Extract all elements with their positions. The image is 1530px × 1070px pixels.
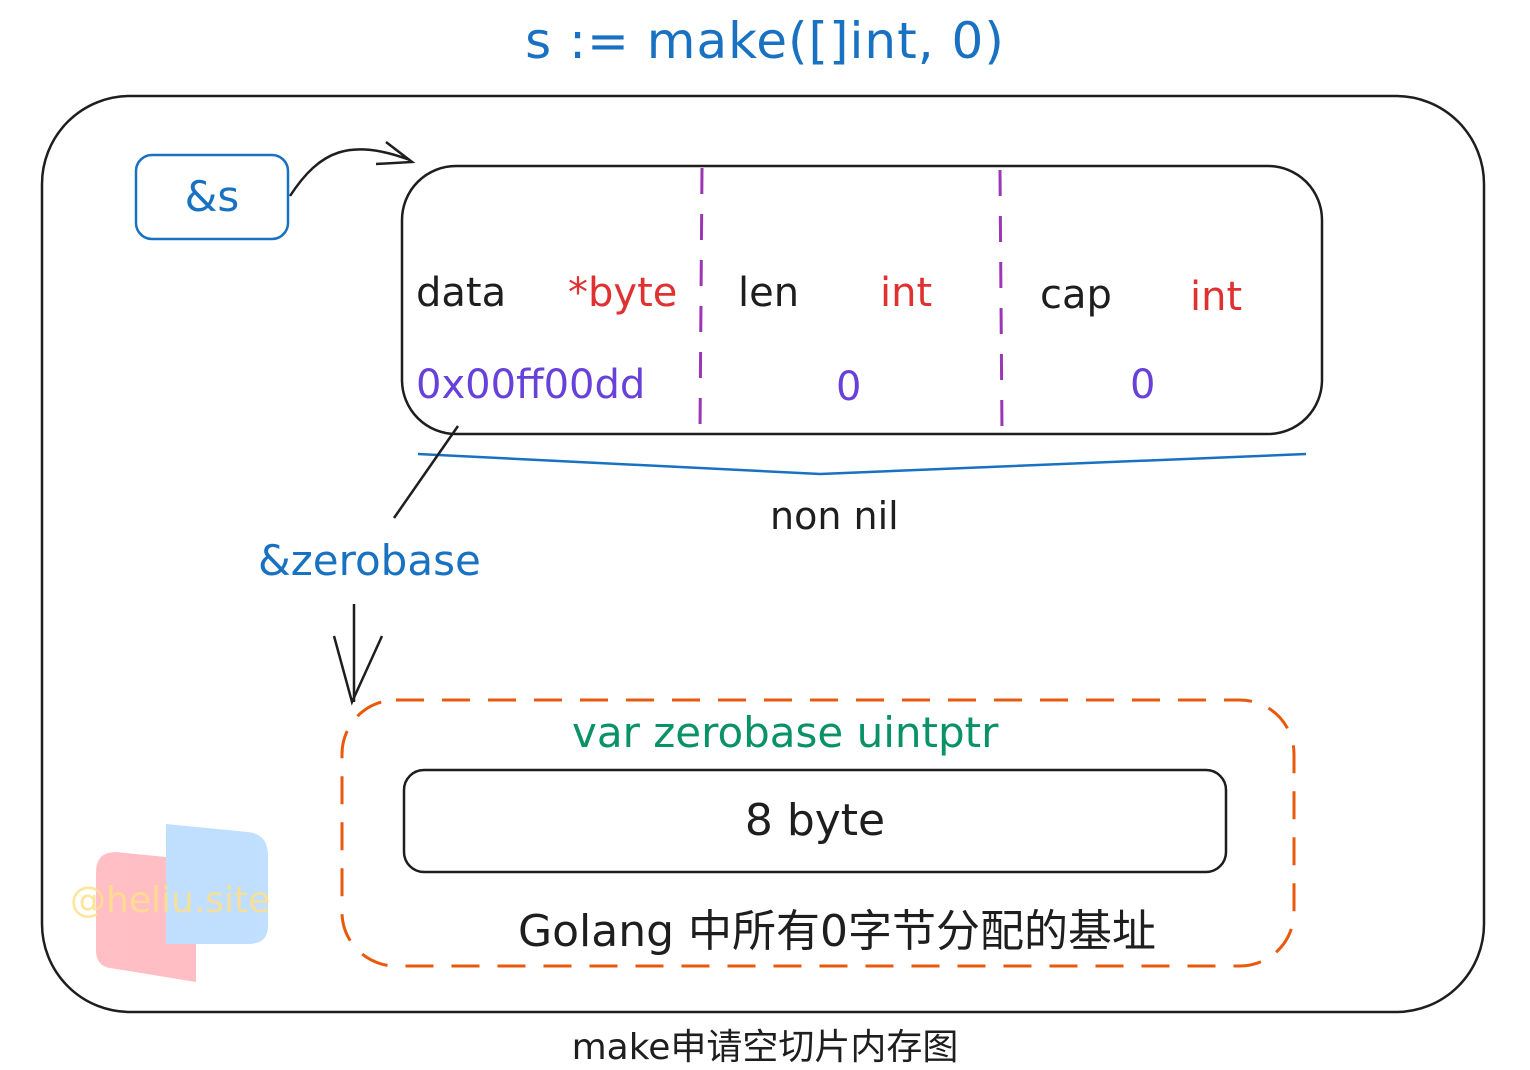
zerobase-declaration: var zerobase uintptr xyxy=(572,708,999,757)
zerobase-box xyxy=(340,698,1296,968)
page-title: s := make([]int, 0) xyxy=(525,12,1005,70)
diagram-caption: make申请空切片内存图 xyxy=(571,1027,959,1068)
field-data-value: 0x00ff00dd xyxy=(416,362,646,408)
pointer-box xyxy=(134,153,290,241)
watermark-text: @heliu.site xyxy=(70,880,271,921)
zerobase-ref-label: &zerobase xyxy=(258,536,481,585)
field-cap-type: int xyxy=(1190,274,1243,320)
field-data-type: *byte xyxy=(568,270,678,316)
field-len-value: 0 xyxy=(836,364,862,410)
bytes-box xyxy=(402,768,1228,874)
watermark-logo xyxy=(96,824,268,982)
arrow-to-zerobase-head xyxy=(332,635,384,706)
pointer-label: &s xyxy=(184,172,240,221)
field-cap-value: 0 xyxy=(1130,362,1156,408)
data-pointer-line xyxy=(392,425,460,519)
arrow-to-header-head xyxy=(375,141,416,166)
outer-frame xyxy=(40,94,1486,1014)
non-nil-label: non nil xyxy=(770,494,899,538)
divider-2 xyxy=(998,169,1004,433)
field-cap-name: cap xyxy=(1040,272,1112,318)
arrow-to-header xyxy=(288,148,411,197)
field-data-name: data xyxy=(416,270,507,316)
slice-header-box xyxy=(400,164,1324,436)
divider-1 xyxy=(698,167,704,433)
field-len-type: int xyxy=(880,270,933,316)
zerobase-size: 8 byte xyxy=(744,795,886,846)
zerobase-description: Golang 中所有0字节分配的基址 xyxy=(518,906,1156,957)
non-nil-brace xyxy=(417,452,1307,476)
field-len-name: len xyxy=(738,270,800,316)
